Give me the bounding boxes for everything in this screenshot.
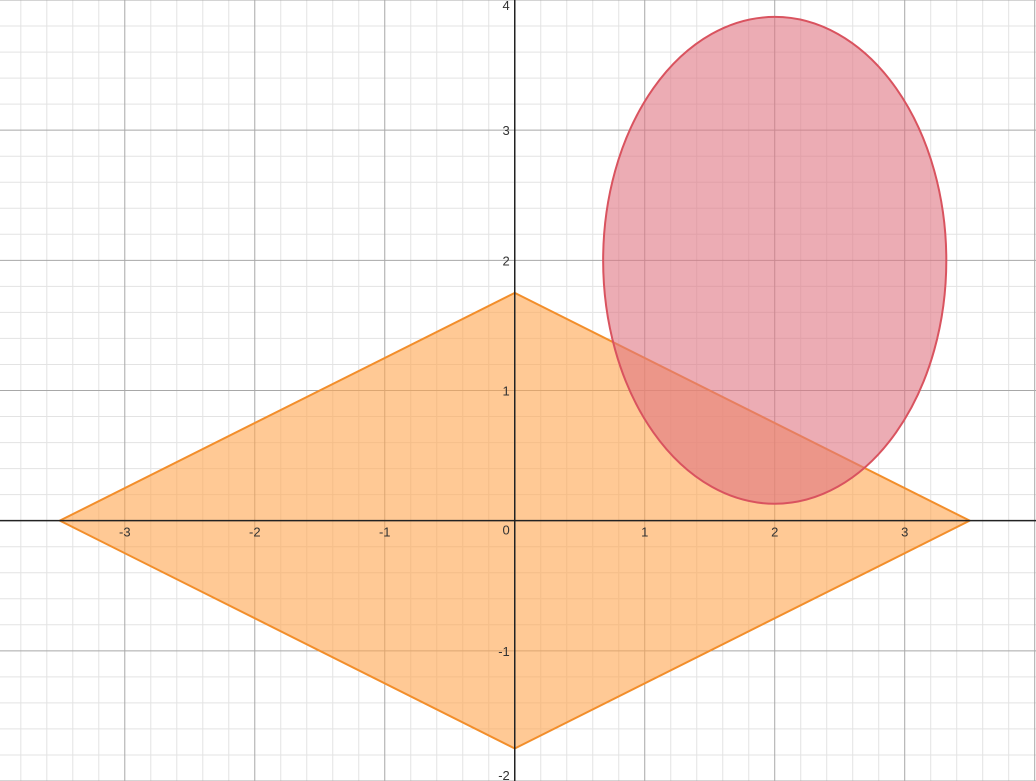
y-tick-label: 1: [503, 384, 510, 399]
origin-label: 0: [503, 523, 510, 538]
y-tick-label: 2: [503, 253, 510, 268]
x-tick-label: -1: [379, 525, 391, 540]
tick-labels: -3 -2 -1 1 2 3 -2 -1 1 2 3 4 0: [119, 0, 908, 781]
x-tick-label: 2: [771, 525, 778, 540]
y-tick-label: 3: [503, 123, 510, 138]
x-tick-label: -3: [119, 525, 131, 540]
y-tick-label: -2: [498, 768, 510, 781]
ellipse-shape[interactable]: [602, 15, 948, 505]
x-tick-label: 3: [901, 525, 908, 540]
x-tick-label: 1: [641, 525, 648, 540]
y-tick-label: -1: [498, 644, 510, 659]
x-tick-label: -2: [249, 525, 261, 540]
y-tick-label: 4: [503, 0, 510, 13]
